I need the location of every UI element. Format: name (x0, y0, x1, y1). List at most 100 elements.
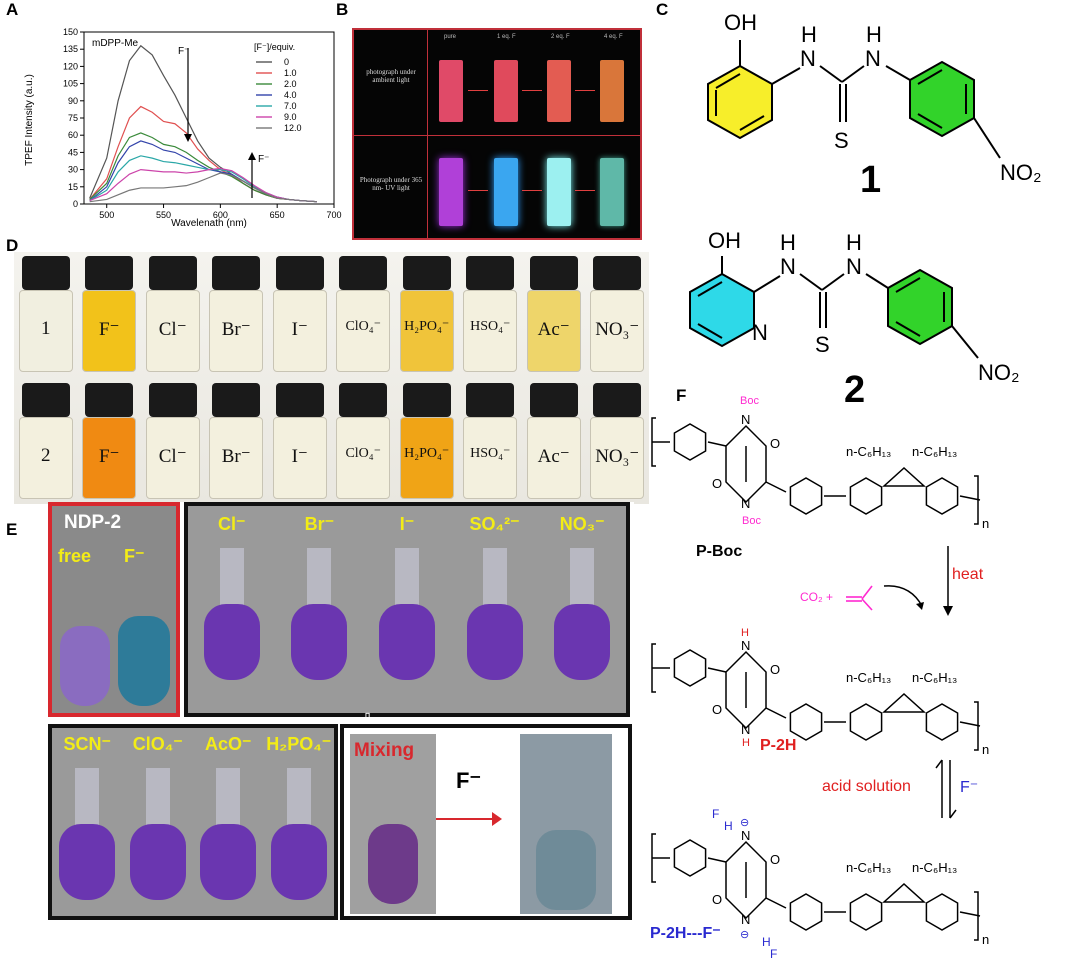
cuvette-uv-2eq (547, 158, 571, 226)
vial-label: I⁻ (291, 319, 308, 340)
panel-d-label: D (6, 236, 19, 255)
vial-label: Ac⁻ (537, 446, 570, 467)
svg-text:O: O (712, 476, 722, 491)
pyridine-n: N (752, 320, 768, 345)
vial-cap (212, 383, 261, 417)
arrow-b1 (468, 90, 488, 91)
anion-label: SO₄²⁻ (469, 514, 520, 534)
flask-neck (570, 548, 595, 608)
vial-label: F⁻ (98, 319, 120, 340)
legend: 01.02.04.07.09.012.0 (256, 57, 302, 133)
vial-label: Br⁻ (221, 446, 251, 467)
cuvette-uv-4eq (600, 158, 624, 226)
arrow-up-label: F⁻ (258, 154, 269, 165)
row-divider (354, 135, 640, 136)
arrow-b3 (575, 90, 595, 91)
svg-text:⊖: ⊖ (740, 817, 749, 829)
vial-label: ClO₄⁻ (345, 446, 382, 461)
vial-cap (466, 383, 515, 417)
vial-cap (212, 256, 261, 290)
anion-label: SCN⁻ (63, 734, 111, 754)
arrow-b5 (522, 190, 542, 191)
flask-neck (286, 768, 311, 828)
y-tick-label: 30 (68, 165, 78, 175)
nitrophenyl-ring (909, 60, 975, 138)
anion-label: NO₃⁻ (559, 514, 605, 534)
row1-caption: photograph under ambient light (366, 68, 416, 84)
legend-entry: 1.0 (284, 68, 297, 78)
mixing-label: Mixing (354, 740, 415, 761)
series-line-12.0 (89, 172, 317, 203)
x-tick-label: 500 (99, 210, 114, 220)
vial-label: F⁻ (98, 446, 120, 467)
svg-text:n-C₆H₁₃: n-C₆H₁₃ (846, 860, 891, 875)
svg-text:N: N (741, 912, 750, 927)
y-axis-label: TPEF Intensity (a.u.) (24, 74, 35, 166)
cuvette-ambient-4eq (600, 60, 624, 122)
vial-body (209, 417, 264, 499)
free-label: free (58, 546, 92, 566)
compound-2-structure: N OH N H S N H NO₂ 2 (689, 228, 1020, 408)
panel-e-photo: NDP-2 free F⁻ Cl⁻Br⁻I⁻SO₄²⁻NO₃⁻ SCN⁻ClO₄… (48, 502, 634, 920)
vial-cap (593, 256, 642, 290)
y-tick-label: 150 (63, 27, 78, 37)
flask-mixing (368, 824, 418, 904)
ndp-label: NDP-2 (64, 512, 122, 533)
flask-body (379, 604, 435, 680)
no2-2: NO₂ (978, 360, 1020, 385)
col-1eq: 1 eq. F (497, 34, 516, 40)
vial-body (18, 417, 73, 499)
vial-body (272, 290, 327, 372)
vial-body (526, 290, 581, 372)
cuvette-ambient-pure (439, 60, 463, 122)
mixing-box: Mixing F⁻ (340, 724, 632, 920)
y-tick-label: 90 (68, 96, 78, 106)
cuvette-uv-pure (439, 158, 463, 226)
y-tick-label: 15 (68, 182, 78, 192)
x-tick-label: 700 (326, 210, 341, 220)
vial-body (82, 290, 137, 372)
h1: H (801, 22, 817, 47)
svg-text:n-C₆H₁₃: n-C₆H₁₃ (846, 444, 891, 459)
p-2hf-label: P-2H---F⁻ (650, 925, 721, 942)
flask-neck (395, 548, 419, 608)
flask-neck (145, 768, 170, 828)
vial-body (336, 290, 391, 372)
vial-label: HSO₄⁻ (470, 446, 511, 461)
vial-label: H₂PO₄⁻ (404, 446, 450, 461)
vial-body (399, 417, 454, 499)
anion-label: I⁻ (399, 514, 415, 534)
svg-text:H: H (724, 819, 733, 833)
flask-free (60, 626, 110, 706)
cuvette-ambient-2eq (547, 60, 571, 122)
legend-entry: 9.0 (284, 112, 297, 122)
svg-text:H: H (741, 627, 749, 639)
vial-label: NO₃⁻ (595, 319, 640, 340)
flask-neck (219, 548, 244, 608)
svg-text:n: n (982, 932, 989, 947)
vial-label: Cl⁻ (158, 319, 187, 340)
svg-text:O: O (712, 702, 722, 717)
vial-body (145, 290, 200, 372)
top-anions-box: Cl⁻ Br⁻ I⁻ SO₄²⁻ NO₃⁻ (184, 502, 630, 717)
vial-body (336, 417, 391, 499)
compound-1-structure: OH N H S N H NO₂ 1 (707, 10, 1042, 201)
cuvette-ambient-1eq (494, 60, 518, 122)
anion-label: Br⁻ (304, 514, 335, 534)
svg-text:H: H (762, 935, 771, 949)
h2: H (866, 22, 882, 47)
anion-label: Cl⁻ (218, 514, 246, 534)
arrow-down-label: F⁻ (178, 46, 189, 57)
plot-frame (83, 31, 335, 205)
vial-cap (148, 383, 197, 417)
ndp-free-box: NDP-2 free F⁻ (48, 502, 180, 717)
col-4eq: 4 eq. F (604, 34, 623, 40)
x-axis-label: Wavelenath (nm) (171, 218, 247, 229)
panel-b-photo: photograph under ambient light Photograp… (352, 28, 642, 240)
vial-label: ClO₄⁻ (345, 319, 382, 334)
flask-neck (75, 768, 100, 828)
anion-label: H₂PO₄⁻ (266, 734, 332, 754)
co2-label: CO₂ + (800, 590, 833, 604)
